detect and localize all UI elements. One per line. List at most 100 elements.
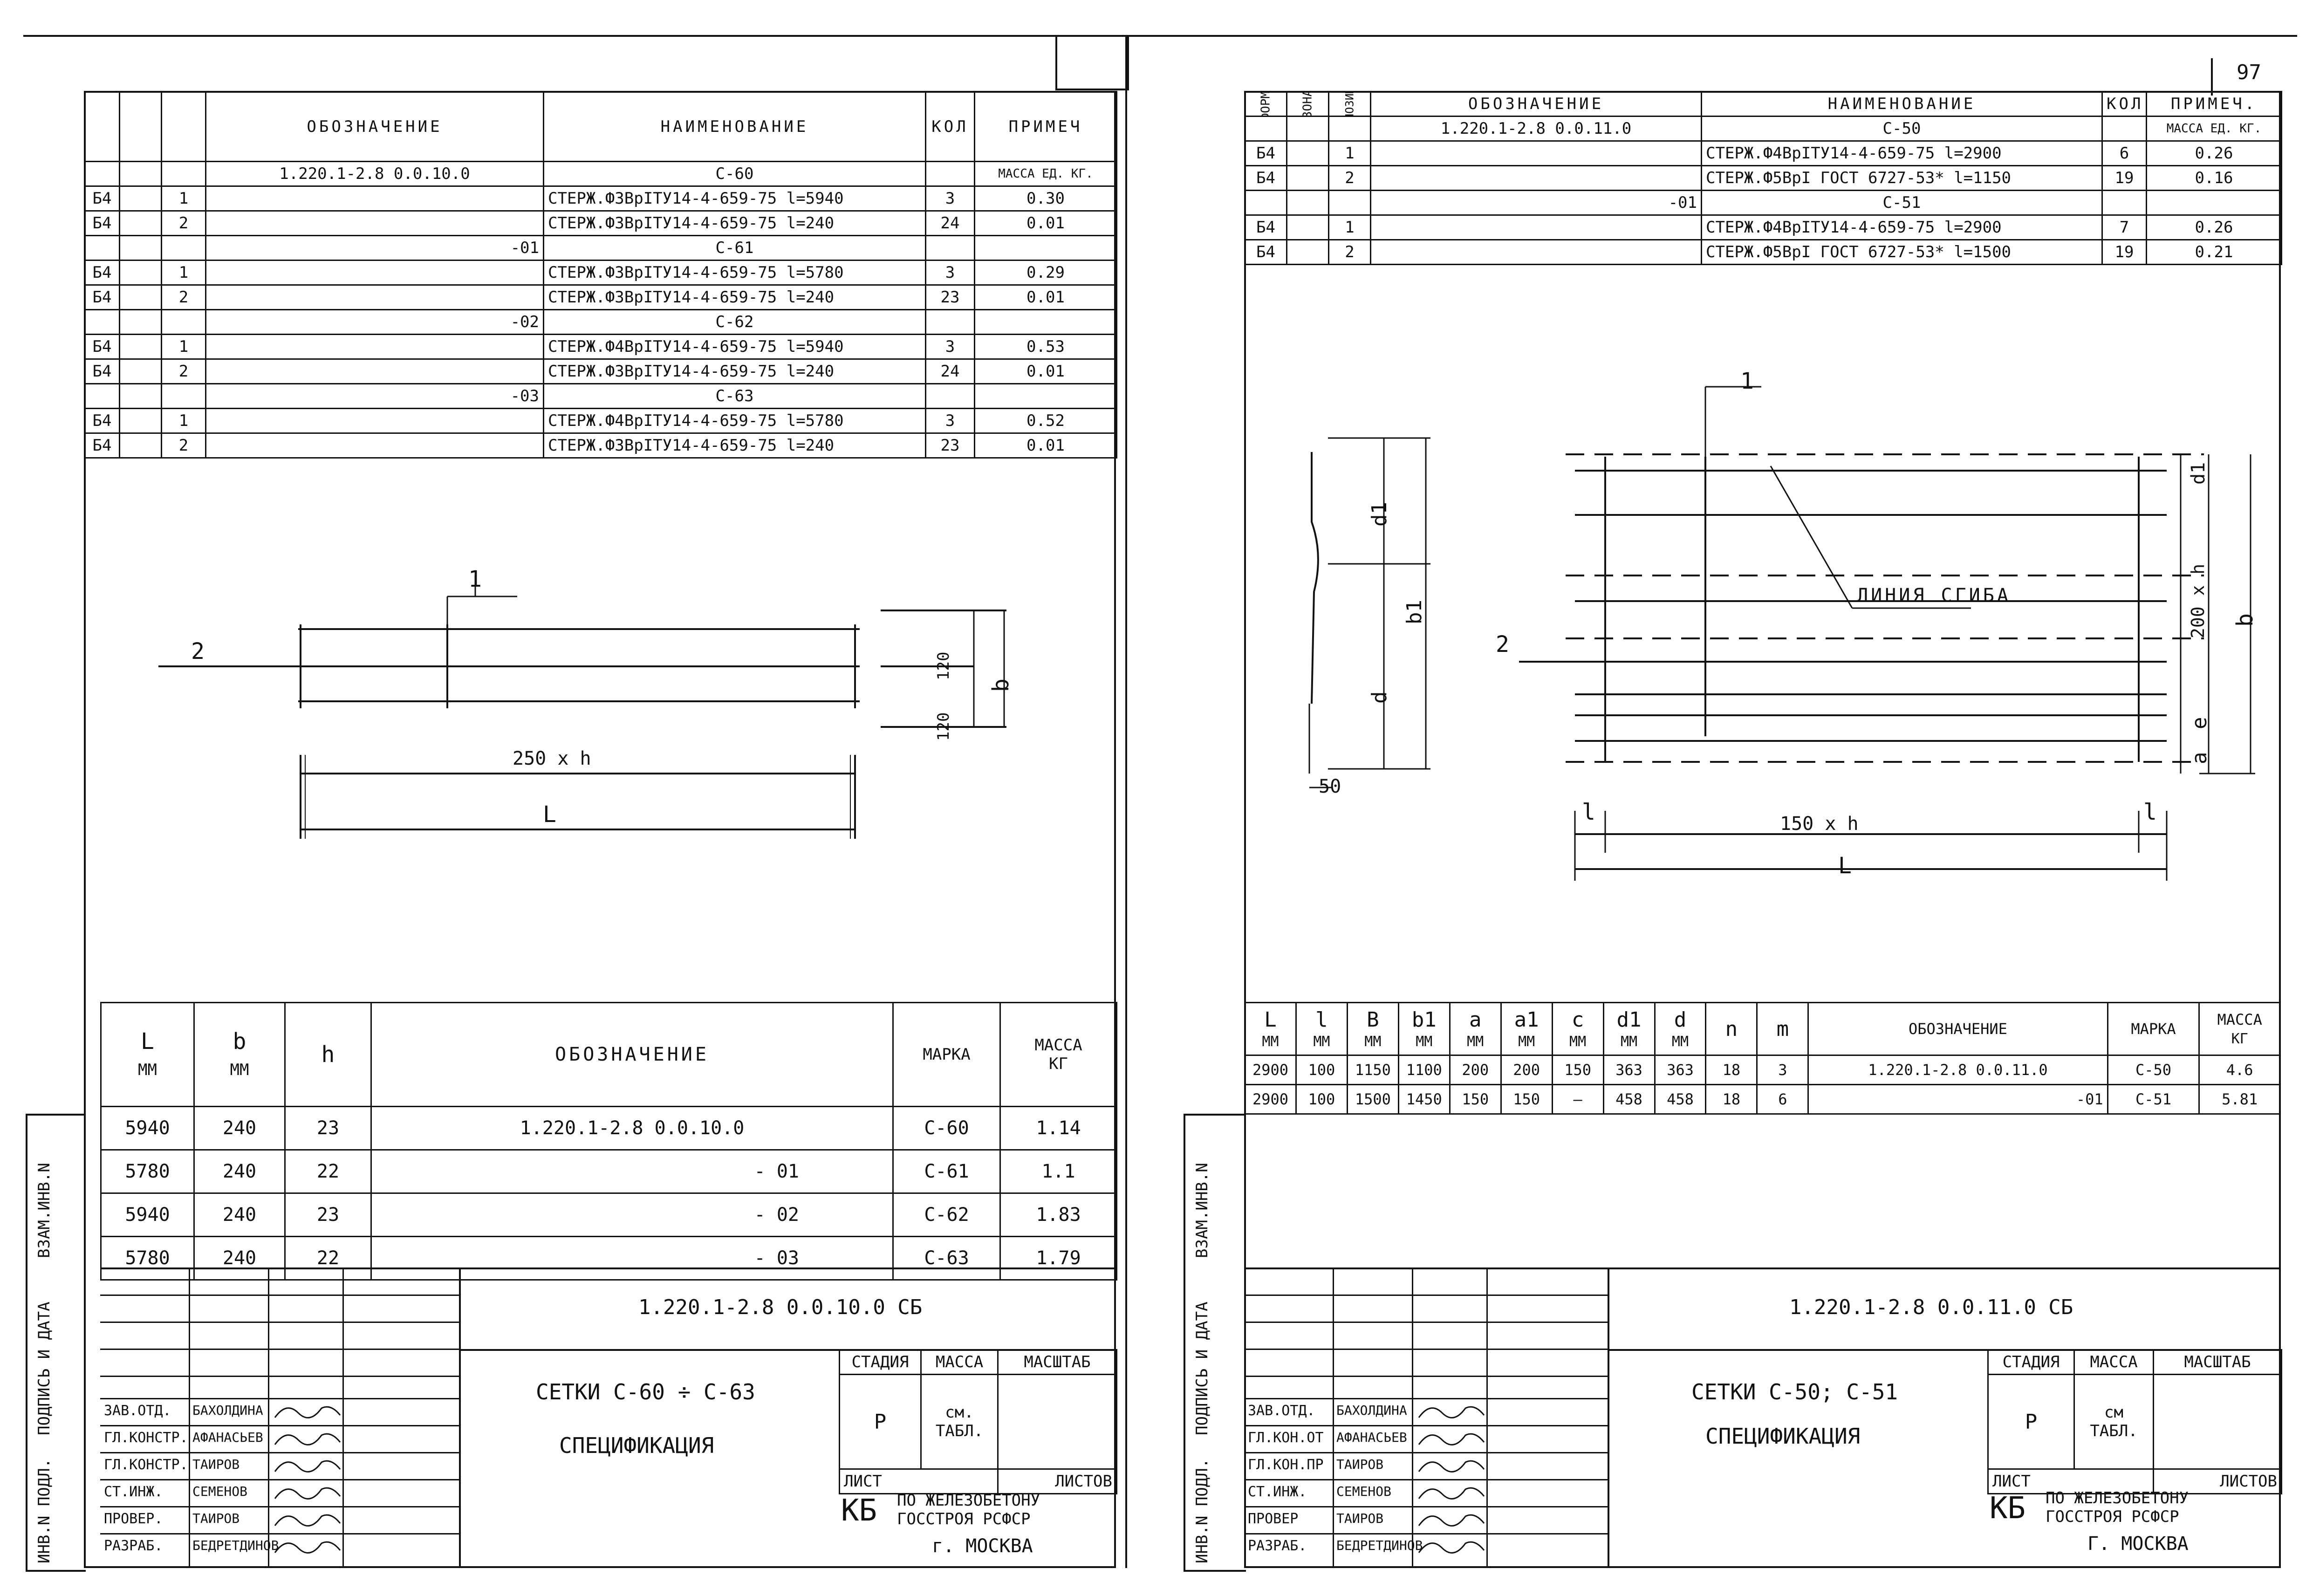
spec-designation-cell	[205, 210, 544, 236]
param-header-cell: a1	[1514, 1007, 1539, 1032]
spec-position-cell	[161, 383, 206, 409]
spec-qty-cell: 24	[925, 210, 975, 236]
param-unit-cell: КГ	[2231, 1031, 2248, 1047]
signature-role: ГЛ.КОН.ОТ	[1248, 1430, 1324, 1446]
left-spec-table: ОБОЗНАЧЕНИЕ НАИМЕНОВАНИЕ КОЛ ПРИМЕЧ 1.22…	[84, 91, 1117, 459]
param-desig-cell: - 03	[370, 1236, 894, 1281]
param-header-b: b	[233, 1028, 246, 1055]
spec-format-cell: Б4	[84, 185, 120, 212]
signature-role: СТ.ИНЖ.	[104, 1484, 163, 1500]
right-dim-d1-side: d1	[2188, 462, 2209, 485]
param-value-cell: 18	[1705, 1055, 1758, 1085]
spec-format-cell	[84, 309, 120, 335]
signature-name: ТАИРОВ	[1336, 1457, 1384, 1472]
right-bend-line-label: ЛИНИЯ СГИБА	[1857, 585, 2011, 606]
spec-note-cell: 0.29	[974, 260, 1117, 286]
spec-header-position: ПОЗИЦИЯ	[1343, 91, 1356, 116]
left-dim-L: L	[543, 801, 556, 828]
sheet-label: ЛИСТ	[1987, 1468, 2154, 1494]
left-doc-code: 1.220.1-2.8 0.0.10.0 СБ	[638, 1295, 923, 1319]
handwritten-signature	[274, 1433, 341, 1445]
spec-name-cell: СТЕРЖ.Ф4ВрIТУ14-4-659-75 l=2900	[1701, 214, 2103, 240]
right-dim-b: b	[2232, 613, 2258, 627]
spec-qty-cell: 24	[925, 358, 975, 384]
page-number: 97	[2237, 61, 2261, 84]
param-header-cell: МАССА	[2217, 1011, 2262, 1028]
right-dim-200h: 200 x h	[2188, 563, 2208, 638]
spec-format-cell: Б4	[84, 334, 120, 360]
spec-name-cell: С-61	[543, 235, 926, 261]
sheet-label: ЛИСТ	[839, 1468, 999, 1494]
spec-position-cell: 2	[161, 210, 206, 236]
spec-position-cell: 2	[161, 358, 206, 384]
right-title-line2: СПЕЦИФИКАЦИЯ	[1705, 1424, 1861, 1449]
spec-designation-cell: 1.220.1-2.8 0.0.10.0	[205, 161, 544, 187]
param-L-cell: 5940	[100, 1106, 195, 1151]
param-unit-cell: ММ	[1262, 1033, 1279, 1050]
right-dim-b1: b1	[1403, 600, 1426, 624]
signature-name: СЕМЕНОВ	[1336, 1484, 1392, 1499]
param-mass-cell: 1.83	[999, 1192, 1117, 1237]
param-b-cell: 240	[193, 1192, 286, 1237]
right-doc-code: 1.220.1-2.8 0.0.11.0 СБ	[1789, 1295, 2073, 1319]
spec-name-cell: СТЕРЖ.Ф3ВрIТУ14-4-659-75 l=240	[543, 284, 926, 310]
spec-designation-cell: -03	[205, 383, 544, 409]
handwritten-signature	[1418, 1433, 1485, 1445]
param-desig-cell: 1.220.1-2.8 0.0.10.0	[370, 1106, 894, 1151]
param-value-cell: 2900	[1244, 1055, 1297, 1085]
spec-position-cell	[1328, 190, 1371, 216]
param-unit-cell: ММ	[1620, 1033, 1638, 1050]
signature-name: БЕДРЕТДИНОВ	[192, 1538, 279, 1553]
spec-position-cell: 1	[161, 260, 206, 286]
param-value-cell: 1450	[1397, 1084, 1451, 1115]
left-dim-120-bottom: 120	[934, 712, 953, 741]
handwritten-signature	[1418, 1541, 1485, 1554]
param-value-cell: —	[1551, 1084, 1604, 1115]
param-header-mass: МАССА	[1034, 1036, 1082, 1055]
param-header-cell: m	[1776, 1017, 1789, 1041]
right-side-replace: ВЗАМ.ИНВ.N	[1193, 1163, 1211, 1258]
spec-position-cell	[161, 161, 206, 187]
spec-name-cell: СТЕРЖ.Ф3ВрIТУ14-4-659-75 l=240	[543, 432, 926, 459]
param-header-cell: c	[1571, 1007, 1584, 1032]
right-dim-d1: d1	[1368, 502, 1391, 527]
spec-format-cell: Б4	[84, 408, 120, 434]
handwritten-signature	[274, 1460, 341, 1473]
param-header-cell: B	[1367, 1007, 1379, 1032]
spec-name-cell: С-63	[543, 383, 926, 409]
spec-designation-cell	[205, 284, 544, 310]
signature-role: ПРОВЕР.	[104, 1511, 163, 1527]
spec-note-cell: МАССА ЕД. КГ.	[2146, 116, 2282, 142]
right-side-strip	[1184, 1114, 1246, 1572]
param-value-cell: 3	[1756, 1055, 1809, 1085]
signature-role: ГЛ.КОНСТР.	[104, 1457, 188, 1473]
spec-position-cell: 2	[161, 432, 206, 459]
right-title-line1: СЕТКИ С-50; С-51	[1691, 1379, 1898, 1404]
spec-header-designation: ОБОЗНАЧЕНИЕ	[1370, 91, 1702, 117]
spec-designation-cell: -02	[205, 309, 544, 335]
param-unit-cell: ММ	[1416, 1033, 1433, 1050]
signature-name: СЕМЕНОВ	[192, 1484, 248, 1499]
spec-name-cell: С-50	[1701, 116, 2103, 142]
signature-role: ЗАВ.ОТД.	[104, 1403, 171, 1419]
param-unit-cell: ММ	[1467, 1033, 1484, 1050]
spec-position-cell: 1	[1328, 214, 1371, 240]
spec-note-cell: 0.53	[974, 334, 1117, 360]
spec-position-cell: 1	[161, 334, 206, 360]
left-side-replace: ВЗАМ.ИНВ.N	[35, 1163, 54, 1258]
handwritten-signature	[1418, 1487, 1485, 1500]
param-header-cell: МАРКА	[2131, 1020, 2176, 1038]
left-title-line2: СПЕЦИФИКАЦИЯ	[559, 1433, 714, 1458]
spec-format-cell: Б4	[84, 358, 120, 384]
param-unit-b: ММ	[230, 1061, 249, 1079]
